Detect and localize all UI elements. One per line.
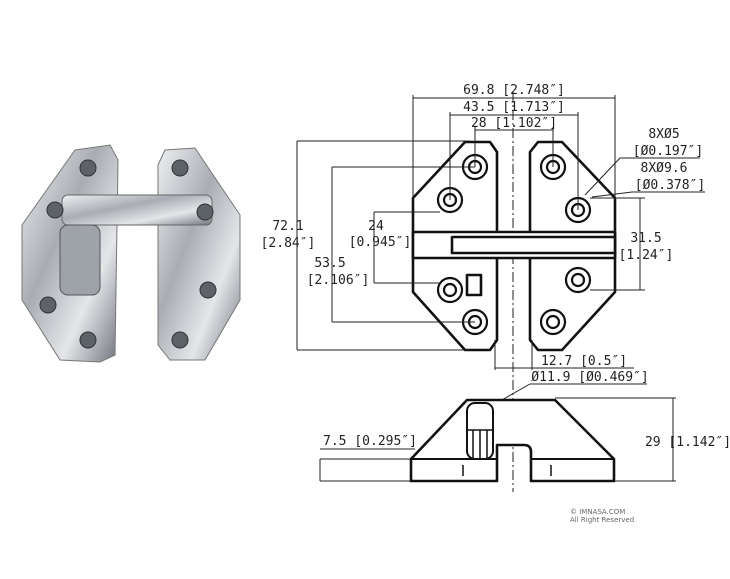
dimension-labels: 69.8 [2.748″] 43.5 [1.713″] 28 [1.102″] … <box>261 83 730 450</box>
hole-height-in-label: [2.106″] <box>307 273 370 288</box>
small-hole-count-label: 8XØ5 <box>648 127 679 142</box>
side-view <box>409 398 616 483</box>
dimension-lines <box>296 95 705 482</box>
hinge-photo <box>21 144 241 363</box>
hole-spacing-outer-label: 43.5 [1.713″] <box>463 100 565 115</box>
total-height-label: 29 [1.142″] <box>645 435 730 450</box>
base-thickness-label: 7.5 [0.295″] <box>323 434 417 449</box>
overall-height-in-label: [2.84″] <box>261 236 316 251</box>
small-hole-in-label: [Ø0.197″] <box>633 144 703 159</box>
overall-height-mm-label: 72.1 <box>272 219 303 234</box>
right-hole-spacing-mm-label: 31.5 <box>630 231 661 246</box>
pin-diameter-label: Ø11.9 [Ø0.469″] <box>531 370 648 385</box>
copyright-watermark: © IMNASA.COM All Right Reserved <box>570 508 634 524</box>
hole-spacing-inner-label: 28 [1.102″] <box>471 116 557 131</box>
mounting-holes <box>436 153 592 336</box>
rights-text: All Right Reserved <box>570 516 635 524</box>
gap-label: 12.7 [0.5″] <box>541 354 627 369</box>
bar-width-mm-label: 24 <box>368 219 384 234</box>
large-hole-in-label: [Ø0.378″] <box>635 178 705 193</box>
overall-width-label: 69.8 [2.748″] <box>463 83 565 98</box>
copyright-text: © IMNASA.COM <box>570 508 626 516</box>
hole-height-mm-label: 53.5 <box>314 256 345 271</box>
right-hole-spacing-in-label: [1.24″] <box>619 248 674 263</box>
large-hole-count-label: 8XØ9.6 <box>641 161 688 176</box>
top-view <box>411 140 617 352</box>
bar-width-in-label: [0.945″] <box>349 235 412 250</box>
